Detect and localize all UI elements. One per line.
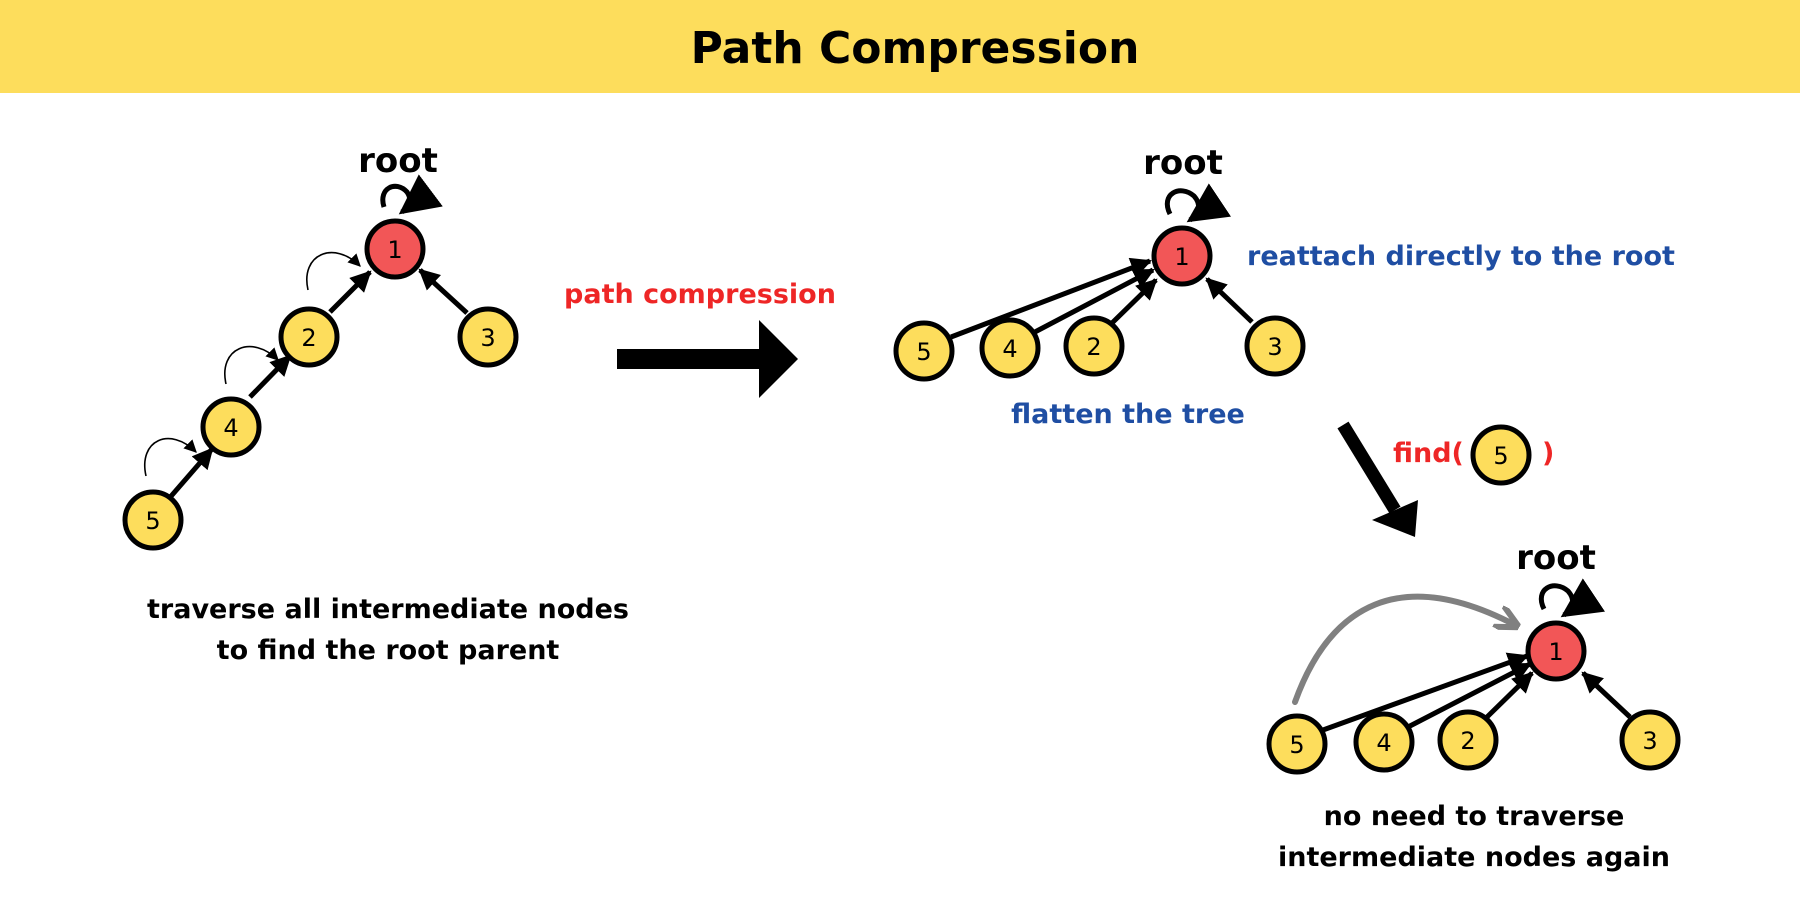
edge-3-to-1 — [418, 268, 469, 315]
node-4: 4 — [200, 396, 262, 458]
caption-line: intermediate nodes again — [1278, 842, 1670, 873]
flatten-label: flatten the tree — [1011, 399, 1245, 430]
direct-path-arrow — [1292, 593, 1515, 705]
self-loop-arrow — [1539, 578, 1606, 618]
node-5: 5 — [1266, 713, 1328, 775]
svg-text:1: 1 — [1548, 638, 1563, 666]
svg-text:3: 3 — [480, 324, 495, 352]
svg-text:2: 2 — [301, 324, 316, 352]
edge-2-to-1 — [1109, 278, 1158, 326]
transition-arrow — [617, 320, 798, 398]
svg-text:5: 5 — [916, 338, 931, 366]
path-compression-label: path compression — [564, 279, 836, 310]
self-loop-arrow — [1165, 183, 1232, 223]
node-2: 2 — [1063, 315, 1125, 377]
svg-text:5: 5 — [145, 507, 160, 535]
edge-2-to-1 — [328, 270, 372, 314]
traversal-arrow — [306, 251, 361, 291]
edge-4-to-1 — [1406, 661, 1532, 730]
root-label: root — [1516, 538, 1596, 578]
svg-text:2: 2 — [1086, 333, 1101, 361]
edge-4-to-2 — [248, 354, 292, 399]
svg-text:4: 4 — [1376, 729, 1391, 757]
svg-text:5: 5 — [1493, 442, 1508, 470]
svg-text:3: 3 — [1267, 333, 1282, 361]
page-title: Path Compression — [691, 23, 1140, 74]
find-arrow — [1337, 421, 1418, 537]
node-5: 5 — [122, 489, 184, 551]
svg-text:4: 4 — [223, 414, 238, 442]
self-loop-arrow — [380, 174, 443, 215]
edge-2-to-1 — [1484, 671, 1534, 720]
root-label: root — [1143, 143, 1223, 183]
edge-3-to-1 — [1581, 671, 1632, 719]
find-label-open: find( — [1393, 438, 1464, 469]
node-1: 1 — [364, 218, 426, 280]
node-1: 1 — [1525, 620, 1587, 682]
edge-5-to-4 — [164, 447, 214, 504]
edge-4-to-1 — [1031, 267, 1155, 336]
caption-line: to find the root parent — [217, 635, 560, 666]
svg-text:1: 1 — [387, 236, 402, 264]
caption-line: no need to traverse — [1324, 801, 1625, 832]
node-3: 3 — [1619, 709, 1681, 771]
caption-line: traverse all intermediate nodes — [147, 594, 629, 625]
find-node-5: 5 — [1470, 424, 1532, 486]
svg-text:3: 3 — [1642, 727, 1657, 755]
svg-text:2: 2 — [1460, 727, 1475, 755]
svg-text:4: 4 — [1002, 335, 1017, 363]
reattach-label: reattach directly to the root — [1247, 241, 1675, 272]
node-3: 3 — [1244, 315, 1306, 377]
node-4: 4 — [979, 317, 1041, 379]
node-3: 3 — [457, 306, 519, 368]
traversal-arrow — [224, 345, 279, 385]
node-4: 4 — [1353, 711, 1415, 773]
svg-text:1: 1 — [1174, 243, 1189, 271]
tree-after-compression: root 1 5 4 2 3 reattach directly to the … — [893, 143, 1675, 430]
title-banner — [0, 0, 1800, 93]
edge-3-to-1 — [1205, 277, 1254, 324]
edge-5-to-1 — [950, 257, 1152, 340]
edge-5-to-1 — [1322, 652, 1529, 733]
find-label-close: ) — [1542, 438, 1554, 469]
tree-before-compression: root 1 2 4 5 3 travers — [122, 141, 629, 666]
svg-text:5: 5 — [1289, 731, 1304, 759]
root-label: root — [358, 141, 438, 181]
traversal-arrow — [143, 437, 197, 477]
node-2: 2 — [1437, 709, 1499, 771]
node-2: 2 — [278, 306, 340, 368]
node-5: 5 — [893, 320, 955, 382]
tree-after-find: root 1 5 4 2 3 no need to traverse inter… — [1266, 538, 1681, 873]
node-1: 1 — [1151, 225, 1213, 287]
